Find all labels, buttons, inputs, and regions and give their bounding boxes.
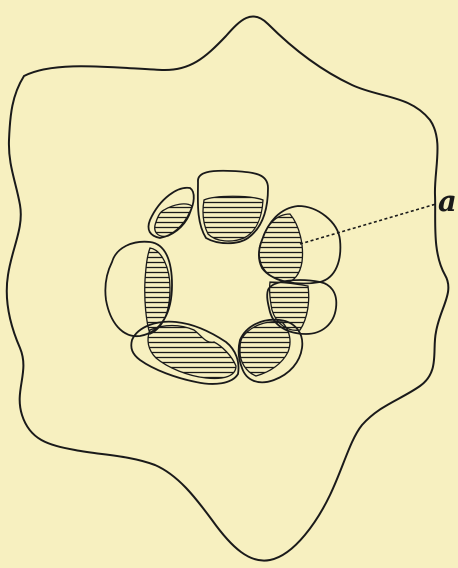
hatch-upper-left xyxy=(155,204,192,236)
hatch-top xyxy=(203,196,263,241)
callout-label-a: a xyxy=(438,187,457,216)
hatch-upper-right xyxy=(259,214,303,282)
hatch-lower-left xyxy=(148,326,236,379)
hatched-regions xyxy=(145,196,309,378)
outer-outline xyxy=(7,16,449,560)
callout-leader-line xyxy=(300,204,436,244)
